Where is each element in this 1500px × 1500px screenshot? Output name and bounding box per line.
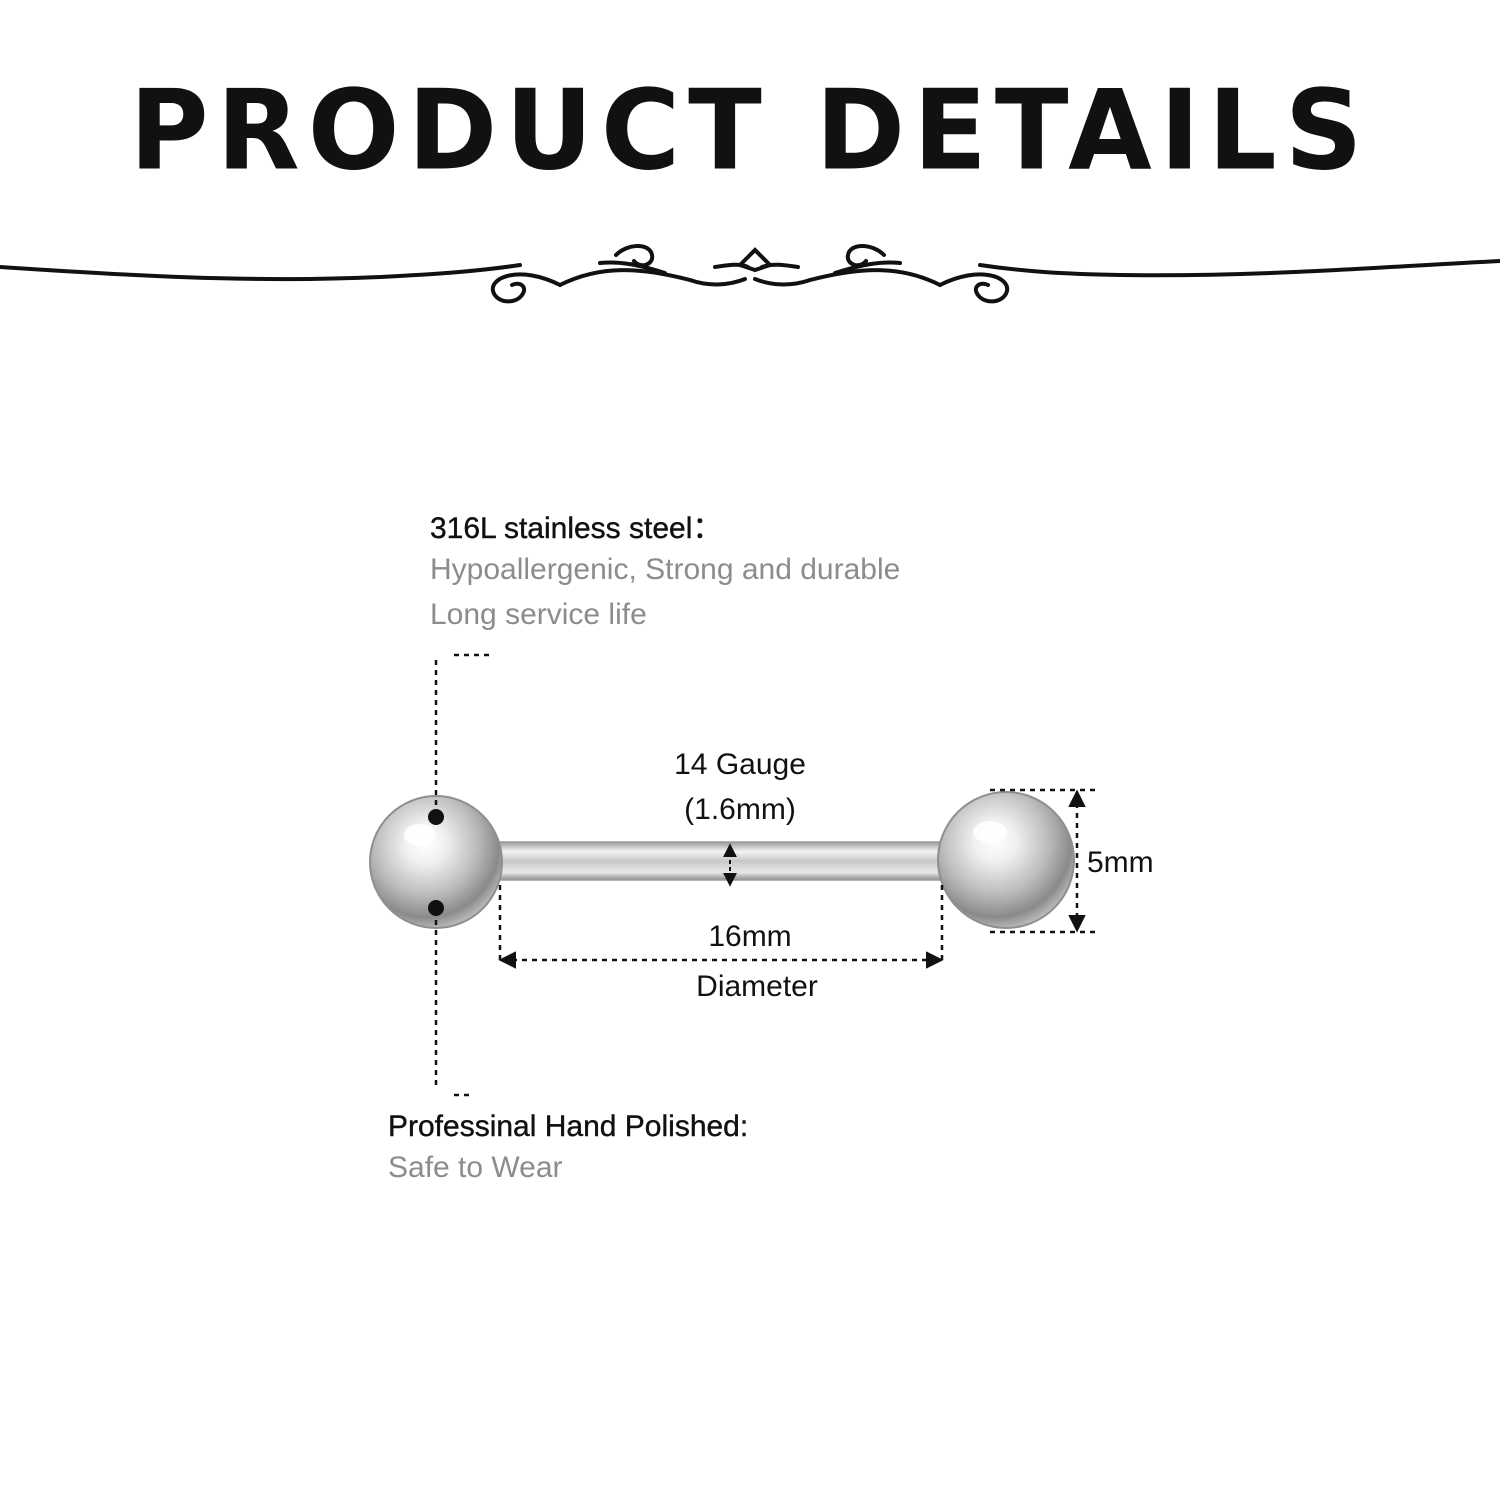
right-ball (937, 791, 1075, 929)
page-title: PRODUCT DETAILS (129, 67, 1371, 196)
finish-heading: Professinal Hand Polished: (388, 1110, 749, 1143)
material-line-1: Hypoallergenic, Strong and durable (430, 553, 901, 586)
material-line-2: Long service life (430, 598, 647, 631)
left-ball-highlight (404, 824, 436, 846)
material-leader-dot (428, 809, 444, 825)
polish-leader-dot (428, 900, 444, 916)
ball-size-label: 5mm (1087, 846, 1154, 879)
finish-spec: Professinal Hand Polished: Safe to Wear (388, 1109, 749, 1190)
material-spec: 316L stainless steel： Hypoallergenic, St… (430, 511, 901, 637)
gauge-mm-label: (1.6mm) (684, 793, 796, 826)
length-label: 16mm (708, 920, 792, 953)
finish-line-1: Safe to Wear (388, 1151, 563, 1184)
barbell-shaft (489, 841, 953, 881)
left-ball (369, 795, 503, 929)
material-heading: 316L stainless steel： (430, 512, 723, 545)
diameter-caption: Diameter (696, 970, 818, 1003)
gauge-label: 14 Gauge (674, 748, 806, 781)
right-ball-highlight (973, 821, 1007, 843)
ornamental-divider-icon (0, 244, 1500, 304)
